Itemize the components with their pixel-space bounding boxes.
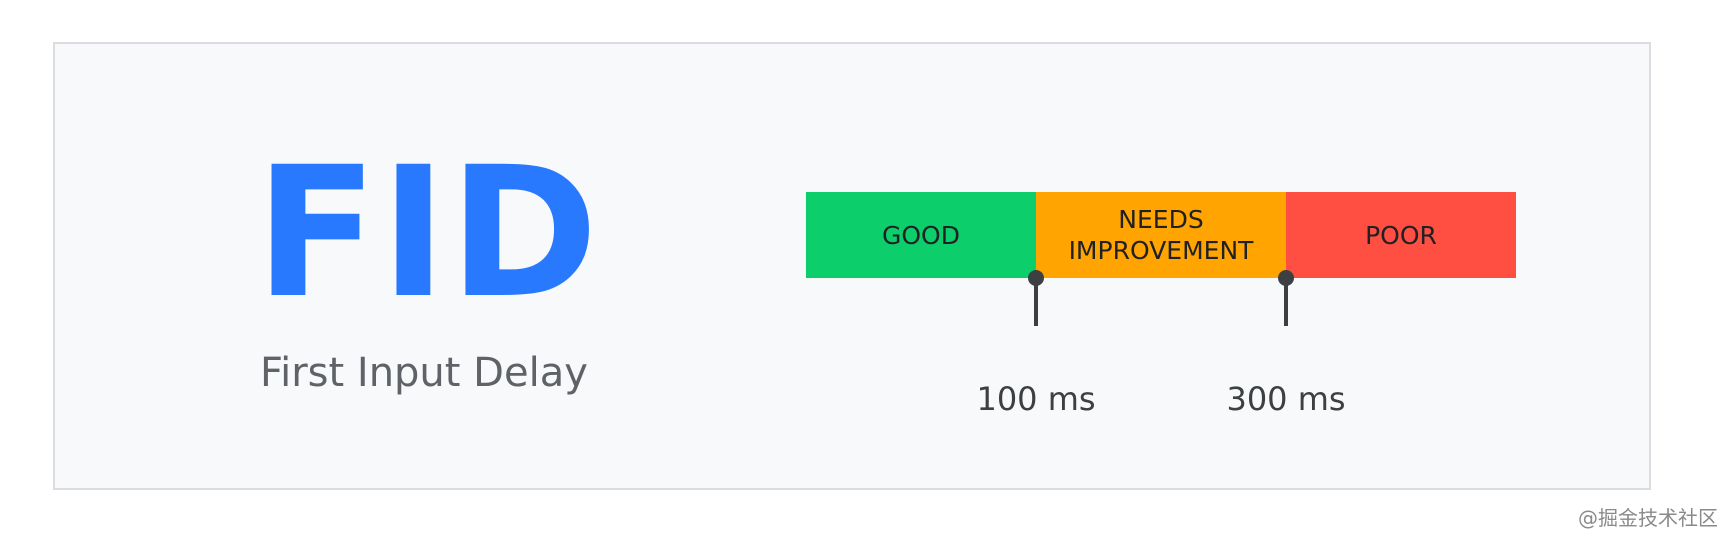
- segment-needs-improvement: NEEDS IMPROVEMENT: [1036, 192, 1286, 278]
- segment-poor: POOR: [1286, 192, 1516, 278]
- threshold-label-300: 300 ms: [1226, 380, 1346, 418]
- segment-good: GOOD: [806, 192, 1036, 278]
- threshold-scale: GOOD NEEDS IMPROVEMENT POOR 100 ms 300 m…: [806, 192, 1516, 418]
- segment-good-label: GOOD: [882, 220, 960, 250]
- metric-full-name: First Input Delay: [260, 350, 588, 396]
- threshold-marker-300: [1278, 270, 1294, 326]
- threshold-label-100: 100 ms: [976, 380, 1096, 418]
- marker-dot: [1028, 270, 1044, 286]
- threshold-marker-100: [1028, 270, 1044, 326]
- segment-needs-improvement-label: NEEDS IMPROVEMENT: [1068, 205, 1254, 265]
- marker-stem: [1284, 278, 1288, 326]
- metric-acronym: FID: [255, 129, 601, 338]
- segment-poor-label: POOR: [1365, 220, 1437, 250]
- marker-dot: [1278, 270, 1294, 286]
- metric-card: FID First Input Delay GOOD NEEDS IMPROVE…: [53, 42, 1651, 490]
- watermark: @掘金技术社区: [1578, 506, 1718, 530]
- marker-stem: [1034, 278, 1038, 326]
